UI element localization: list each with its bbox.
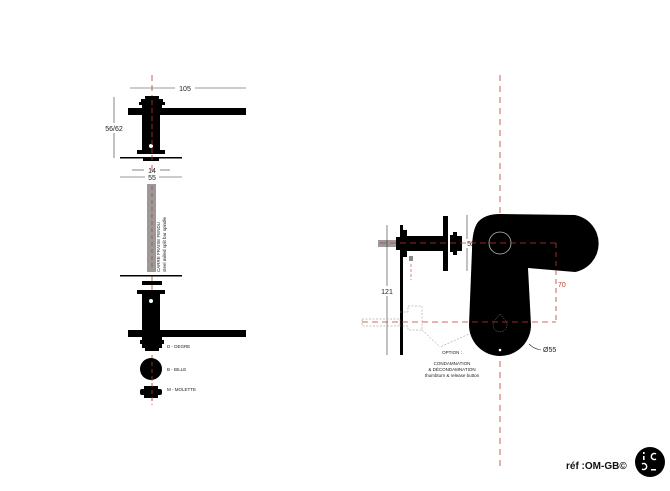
thumbturn-outline bbox=[361, 305, 479, 348]
lever-shape bbox=[469, 214, 599, 356]
brand-logo bbox=[635, 447, 665, 477]
knob-degre bbox=[140, 337, 164, 351]
variant-molette-label: M - MOLETTE bbox=[167, 387, 196, 392]
spindle-side bbox=[378, 240, 400, 247]
option-line-3: thumbturn & release button bbox=[425, 373, 480, 378]
variant-degre-label: D - DEGRE bbox=[167, 344, 190, 349]
lower-handle bbox=[128, 281, 246, 337]
dim-rosette-label: 55 bbox=[148, 175, 156, 182]
right-view: 52 121 70 Ø55 OPTION : CONDAMNATION & DÉ… bbox=[361, 75, 599, 470]
spindle-label-en: steel milled split bar spindle bbox=[162, 216, 167, 272]
option-title: OPTION : bbox=[442, 350, 462, 355]
upper-handle bbox=[120, 96, 246, 161]
knob-bille bbox=[140, 358, 162, 380]
left-view: 105 56/62 14 55 CARRE FRAISE FENDU bbox=[104, 75, 246, 405]
knob-molette bbox=[140, 386, 162, 398]
lever-bar bbox=[128, 108, 246, 115]
dim-square-label: 14 bbox=[148, 168, 156, 175]
dim-distance-label: 121 bbox=[381, 289, 393, 296]
lower-lever-bar bbox=[128, 330, 246, 337]
option-line-2: & DÉCONDAMNATION bbox=[428, 366, 475, 372]
spindle-label-fr: CARRE FRAISE FENDU bbox=[156, 222, 161, 272]
door-plate bbox=[400, 225, 403, 355]
reference-label: réf :OM-GB© bbox=[566, 461, 627, 472]
release-button bbox=[409, 256, 413, 261]
option-line-1: CONDAMNATION bbox=[434, 361, 471, 366]
rosette-side bbox=[396, 216, 462, 271]
dim-height-label: 56/62 bbox=[105, 126, 123, 133]
spindle bbox=[147, 184, 156, 272]
dim-width-label: 105 bbox=[179, 86, 191, 93]
dim-offset-label: 70 bbox=[558, 282, 566, 289]
dim-rosette-height-label: 52 bbox=[467, 241, 475, 248]
variant-bille-label: B - BILLE bbox=[167, 367, 186, 372]
dim-diameter-label: Ø55 bbox=[543, 347, 556, 354]
